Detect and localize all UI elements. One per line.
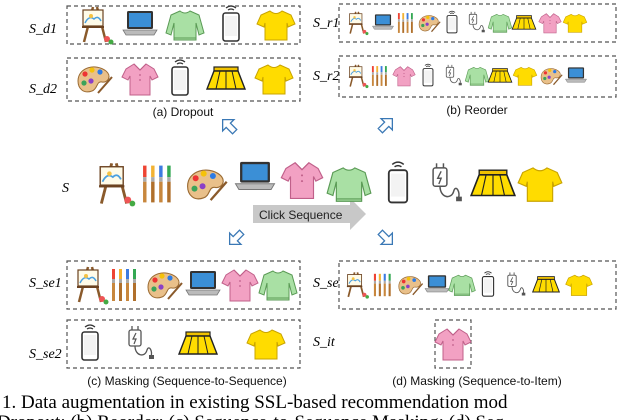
box-dropout-2 (66, 57, 301, 102)
skirt-icon (511, 15, 537, 30)
yellow-tshirt-icon (246, 329, 286, 360)
label-sit: S_it (313, 335, 336, 350)
charger-icon (128, 325, 155, 360)
charger-icon (445, 64, 463, 86)
label-sse: S_se (313, 276, 339, 291)
phone-icon (81, 324, 99, 361)
arrow-to-masking-seq (223, 226, 248, 251)
sweater-icon (464, 67, 490, 86)
skirt-icon (178, 331, 218, 355)
label-s: S (62, 181, 69, 196)
skirt-icon (487, 68, 513, 83)
panel-label-dropout: (a) Dropout (153, 105, 214, 119)
panel-label-reorder: (b) Reorder (446, 103, 507, 117)
brushes-icon (397, 13, 413, 33)
pink-shirt-icon (280, 162, 324, 199)
pink-shirt-icon (538, 13, 562, 34)
charger-icon (507, 271, 526, 296)
figure-caption-line2: Dropout; (b) Reorder; (c) Sequence-to-Se… (0, 412, 505, 420)
brushes-icon (373, 273, 391, 297)
phone-icon (422, 63, 434, 87)
box-masking-item-1 (338, 260, 617, 310)
sweater-icon (258, 270, 298, 301)
skirt-icon (206, 66, 246, 90)
charger-icon (432, 162, 463, 202)
laptop-icon (122, 10, 158, 36)
yellow-tshirt-icon (512, 67, 538, 86)
easel-icon (80, 5, 115, 46)
label-sse1: S_se1 (29, 276, 62, 291)
laptop-icon (372, 14, 394, 30)
yellow-tshirt-icon (254, 64, 294, 95)
brushes-icon (112, 269, 136, 301)
click-sequence-label: Click Sequence (259, 208, 343, 222)
label-sd2: S_d2 (29, 82, 57, 97)
skirt-icon (532, 276, 560, 293)
label-sd1: S_d1 (29, 22, 57, 37)
panel-label-masking-seq: (c) Masking (Sequence-to-Sequence) (87, 374, 286, 388)
laptop-icon (185, 270, 221, 296)
palette-icon (418, 14, 441, 33)
palette-icon (540, 67, 563, 86)
arrow-to-reorder (374, 112, 399, 137)
easel-icon (97, 161, 137, 208)
figure-caption-line1: 1. Data augmentation in existing SSL-bas… (2, 392, 508, 413)
box-masking-item-2 (434, 319, 472, 369)
laptop-icon (565, 67, 587, 83)
arrow-to-dropout (216, 113, 241, 138)
phone-icon (481, 271, 495, 297)
laptop-icon (424, 274, 450, 293)
easel-icon (348, 64, 370, 89)
easel-icon (75, 265, 110, 306)
easel-icon (348, 11, 370, 36)
easel-icon (346, 271, 370, 300)
palette-icon (398, 275, 424, 296)
palette-icon (186, 168, 228, 202)
laptop-icon (234, 161, 276, 190)
skirt-icon (470, 169, 516, 197)
pink-shirt-icon (434, 328, 472, 361)
yellow-tshirt-icon (517, 167, 563, 202)
yellow-tshirt-icon (565, 274, 593, 296)
brushes-icon (371, 66, 387, 86)
palette-icon (77, 65, 113, 94)
phone-icon (222, 5, 240, 42)
phone-icon (171, 59, 189, 96)
sweater-icon (165, 10, 205, 41)
sweater-icon (487, 14, 513, 33)
box-reorder-2 (338, 55, 617, 98)
phone-icon (387, 161, 409, 204)
sweater-icon (448, 274, 476, 296)
yellow-tshirt-icon (562, 14, 588, 33)
sweater-icon (326, 167, 372, 202)
charger-icon (468, 11, 486, 33)
label-sr1: S_r1 (313, 16, 339, 31)
brushes-icon (143, 165, 171, 203)
yellow-tshirt-icon (256, 10, 296, 41)
pink-shirt-icon (121, 63, 159, 96)
arrow-to-masking-item (374, 226, 399, 251)
pink-shirt-icon (221, 269, 259, 302)
box-reorder-1 (338, 3, 617, 43)
panel-label-masking-item: (d) Masking (Sequence-to-Item) (392, 374, 561, 388)
box-dropout-1 (66, 5, 301, 45)
label-sse2: S_se2 (29, 347, 62, 362)
palette-icon (147, 271, 183, 300)
phone-icon (446, 10, 458, 34)
click-sequence-arrow (253, 198, 366, 230)
label-sr2: S_r2 (313, 69, 339, 84)
pink-shirt-icon (392, 66, 416, 87)
